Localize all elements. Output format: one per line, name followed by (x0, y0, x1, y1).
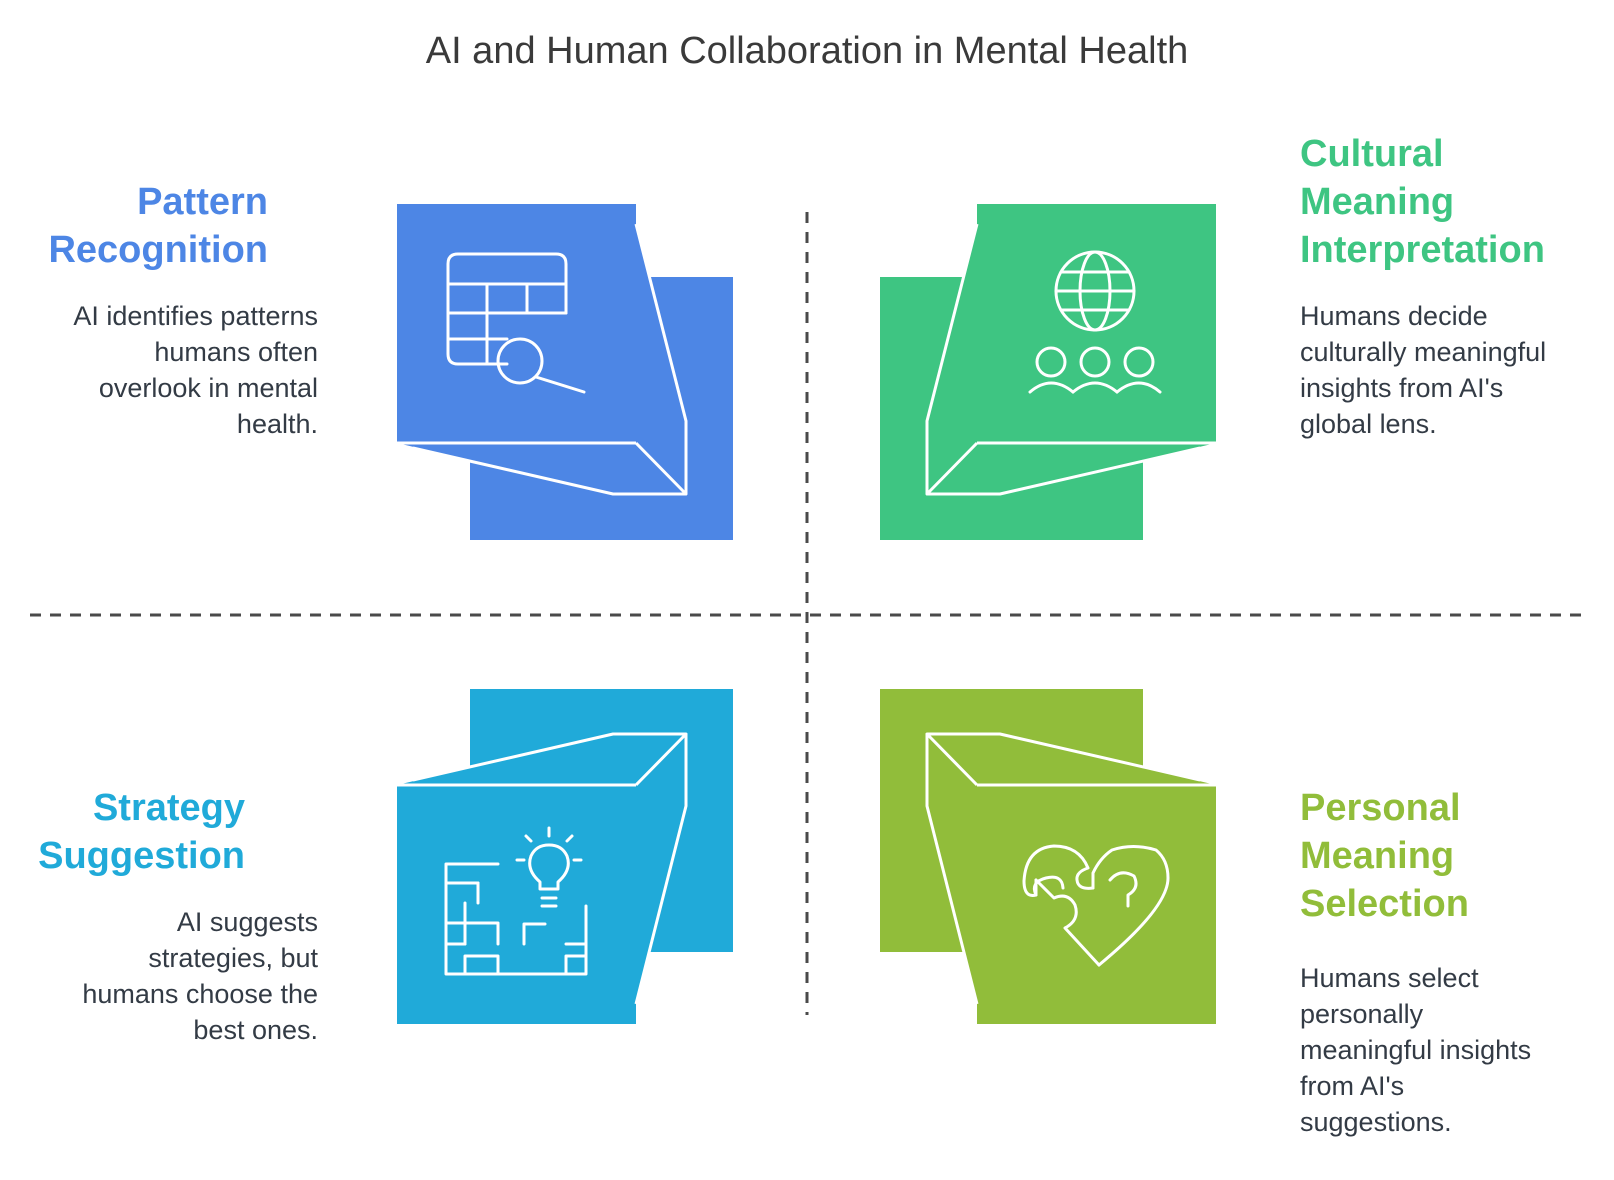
puzzle-heart-icon (1022, 844, 1170, 967)
cultural-meaning-heading: Cultural Meaning Interpretation (1300, 133, 1545, 271)
personal-meaning-description: Humans select personally meaningful insi… (1300, 963, 1532, 1137)
strategy-suggestion-heading: Strategy Suggestion (38, 787, 245, 877)
cultural-meaning-shape (880, 204, 1216, 540)
personal-meaning-heading: Personal Meaning Selection (1300, 787, 1469, 925)
strategy-suggestion-description: AI suggests strategies, but humans choos… (82, 907, 318, 1045)
pattern-recognition-heading: Pattern Recognition (48, 181, 268, 271)
globe-people-icon (1028, 250, 1162, 394)
table-search-icon (446, 252, 586, 394)
personal-meaning-shape (880, 689, 1216, 1024)
cultural-meaning-description: Humans decide culturally meaningful insi… (1300, 301, 1547, 439)
diagram-title: AI and Human Collaboration in Mental Hea… (425, 30, 1189, 72)
pattern-recognition-shape (397, 204, 733, 540)
maze-lightbulb-icon (444, 826, 588, 976)
pattern-recognition-description: AI identifies patterns humans often over… (73, 301, 318, 439)
strategy-suggestion-shape (397, 689, 733, 1024)
